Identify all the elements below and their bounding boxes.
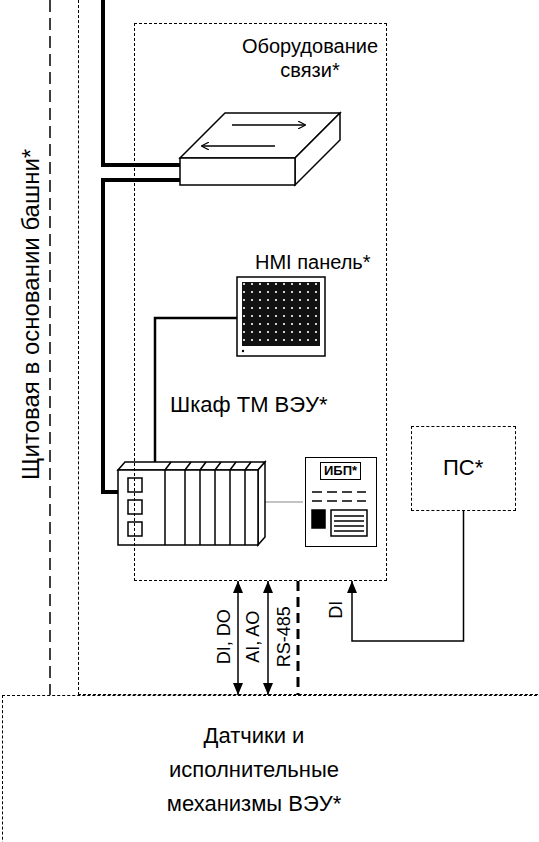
signal-label: DI, DO — [213, 609, 235, 664]
region-border — [49, 0, 51, 695]
node-label: Шкаф ТМ ВЭУ* — [170, 392, 328, 418]
plc-icon — [118, 462, 265, 545]
fire-alarm-box: ПС* — [411, 426, 516, 511]
ups-unit: ИБП* — [305, 457, 377, 547]
signal-label: AI, AO — [243, 611, 265, 663]
switch-icon — [180, 113, 340, 185]
node-label: ИБП* — [320, 462, 361, 480]
signal-line — [297, 581, 300, 695]
field-devices-region: Датчики и исполнительные механизмы ВЭУ* — [2, 695, 539, 842]
cabinet-box: Шкаф ТМ ВЭУ* Оборудование связи* HMI панел… — [134, 23, 387, 581]
node-label: ПС* — [443, 455, 483, 481]
signal-label: RS-485 — [273, 606, 295, 667]
room-region: Щитовая в основании башни*Шкаф ТМ ВЭУ*Об… — [78, 0, 539, 695]
ups-details — [312, 492, 367, 536]
node-label: Щитовая в основании башни* — [17, 149, 46, 480]
hmi-panel: HMI панель* — [252, 249, 382, 277]
node-label: HMI панель* — [255, 250, 371, 274]
signal-line — [237, 581, 239, 695]
node-label: Датчики и исполнительные механизмы ВЭУ* — [144, 719, 364, 821]
signal-line — [352, 511, 464, 641]
signal-label: DI — [326, 601, 348, 619]
switch-plc-cable — [103, 180, 180, 492]
network-switch: Оборудование связи* — [232, 30, 388, 86]
plc-hmi-cable — [155, 318, 237, 462]
uplink-cable — [103, 0, 180, 165]
hmi-icon — [237, 277, 325, 356]
signal-line — [267, 581, 269, 695]
node-label: Оборудование связи* — [238, 34, 382, 82]
